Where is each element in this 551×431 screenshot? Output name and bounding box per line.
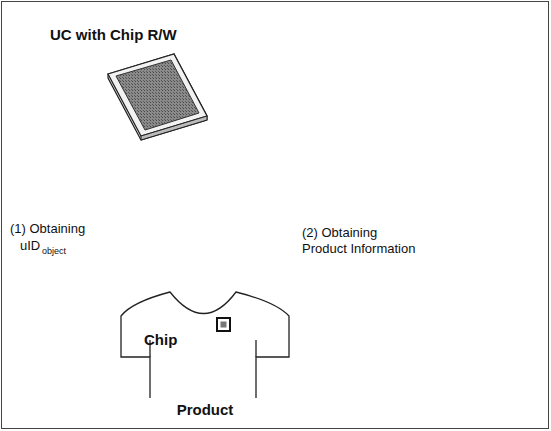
reader-device: UC with Chip R/W (40, 24, 215, 142)
chip-symbol (217, 318, 230, 331)
subscript-label: object (42, 246, 66, 257)
step-label: (1) Obtaining (10, 221, 85, 237)
product-shirt: ChipProduct (110, 286, 300, 426)
product-label: Product (177, 401, 234, 419)
chip-label: Chip (144, 331, 177, 349)
tablet-illustration (108, 54, 207, 140)
device-title: UC with Chip R/W (50, 26, 177, 44)
step-label: (2) Obtaining Product Information (302, 225, 420, 258)
id-label: uID (20, 238, 40, 254)
tshirt-illustration (121, 292, 289, 398)
